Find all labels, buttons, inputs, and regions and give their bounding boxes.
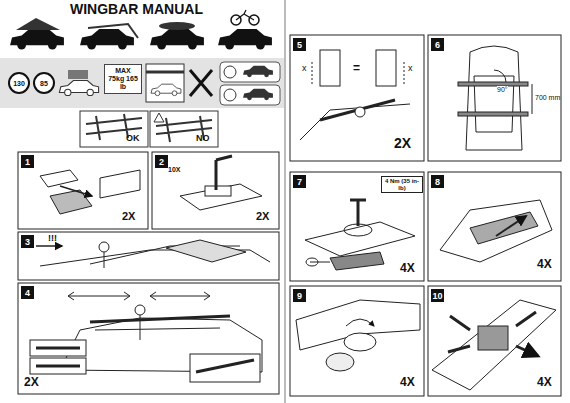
node-text: 6 <box>435 40 440 50</box>
step-number: 8 <box>431 175 444 188</box>
step-note: !!! <box>48 234 57 244</box>
node-text: 1 <box>25 157 30 167</box>
panel-7-wrench <box>305 200 415 270</box>
node-text: 9 <box>297 291 302 301</box>
page-divider <box>285 0 286 403</box>
load-limit-box: MAX 75kg 165 lb <box>104 64 142 94</box>
panel-9-hand <box>296 300 420 371</box>
step-note: = <box>353 62 360 75</box>
step-note: 2X <box>24 376 39 389</box>
step-note: 4X <box>537 258 552 271</box>
step-note: x <box>302 64 307 74</box>
step-number: 6 <box>431 38 444 51</box>
step-note: 4X <box>537 376 552 389</box>
step-number: 3 <box>21 235 34 248</box>
step-note: 4X <box>400 262 415 275</box>
node-text: 4 <box>25 288 30 298</box>
panel-1-foot <box>40 170 140 214</box>
step-note: NO <box>196 134 210 144</box>
speed-sign: 85 <box>33 72 55 94</box>
step-number: 2 <box>155 155 168 168</box>
dimension-label: 90° <box>497 86 508 94</box>
ok-no-boxes <box>80 111 218 147</box>
panel-3-roof <box>36 240 270 268</box>
node-text: 3 <box>25 237 30 247</box>
node-text: 5 <box>297 40 302 50</box>
panel-6-top-view <box>458 46 532 150</box>
node-text: 2 <box>159 157 164 167</box>
node-text: 85 <box>40 80 48 87</box>
torque-note: 4 Nm (35 in-lb) <box>381 176 423 193</box>
node-text: MAX 75kg 165 lb <box>108 67 138 90</box>
step-number: 4 <box>21 286 34 299</box>
node-text: 8 <box>435 177 440 187</box>
step-note: 2X <box>394 136 411 151</box>
step-note: OK <box>126 134 140 144</box>
step-note: 10X <box>168 166 180 174</box>
step-number: 1 <box>21 155 34 168</box>
step-note: 2X <box>256 210 269 222</box>
step-note: 4X <box>400 376 415 389</box>
panel-4-car <box>30 292 262 382</box>
step-number: 10 <box>431 289 444 302</box>
step-note: x <box>408 64 413 74</box>
warning-strip <box>0 58 284 108</box>
step-note: 2X <box>122 210 135 222</box>
panel-10-adjust <box>432 300 556 390</box>
manual-title: WINGBAR MANUAL <box>70 2 203 17</box>
step-number: 9 <box>293 289 306 302</box>
step-number: 7 <box>293 175 306 188</box>
node-text: 7 <box>297 177 302 187</box>
panel-5-bar-height <box>300 50 410 140</box>
step-panels <box>18 35 561 396</box>
panel-8-cover <box>440 200 552 262</box>
node-text: 10 <box>432 291 442 301</box>
speed-sign: 130 <box>8 72 30 94</box>
step-number: 5 <box>293 38 306 51</box>
panel-2-hex-key <box>180 156 262 210</box>
node-text: 130 <box>13 80 25 87</box>
dimension-label: 700 mm <box>535 94 560 102</box>
